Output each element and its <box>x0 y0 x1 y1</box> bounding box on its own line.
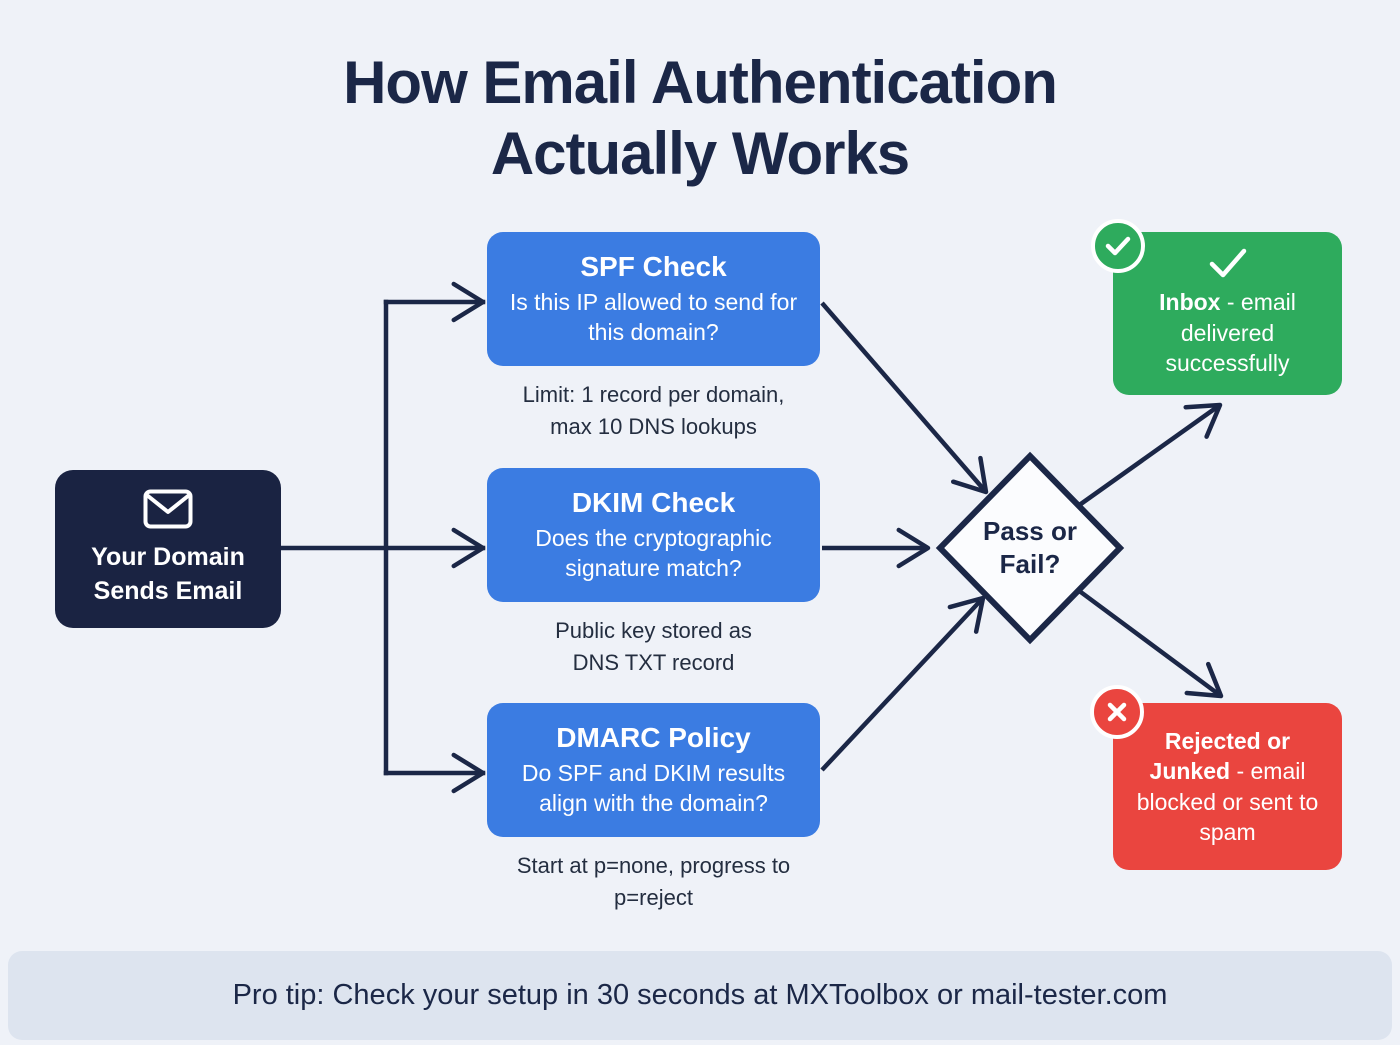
outcome-inbox-text: Inbox - email delivered successfully <box>1127 287 1328 378</box>
arrow-decision-to-rejected <box>1076 588 1224 699</box>
spf-check-node: SPF Check Is this IP allowed to send for… <box>487 232 820 366</box>
pro-tip-text: Pro tip: Check your setup in 30 seconds … <box>232 979 1168 1011</box>
dmarc-policy-node: DMARC Policy Do SPF and DKIM results ali… <box>487 703 820 837</box>
arrow-dmarc-to-decision <box>820 595 986 772</box>
arrow-spf-to-decision <box>820 301 989 495</box>
page-title: How Email Authentication Actually Works <box>343 49 1058 187</box>
source-node-label: Your Domain Sends Email <box>91 543 245 605</box>
outcome-rejected-rest: - email blocked or sent to spam <box>1136 758 1319 845</box>
arrow-decision-to-inbox <box>1076 402 1223 508</box>
mail-envelope-icon <box>143 489 193 529</box>
check-badge-icon <box>1105 236 1131 256</box>
outcome-inbox-rest: - email delivered successfully <box>1165 289 1296 377</box>
failure-badge <box>1090 685 1144 739</box>
dkim-check-group: DKIM Check Does the cryptographic signat… <box>487 468 820 679</box>
dkim-check-title: DKIM Check <box>571 487 736 519</box>
dkim-note: Public key stored as DNS TXT record <box>555 618 752 675</box>
pro-tip-bar: Pro tip: Check your setup in 30 seconds … <box>8 951 1392 1040</box>
dkim-check-question: Does the cryptographic signature match? <box>535 525 772 581</box>
dmarc-note: Start at p=none, progress to p=reject <box>516 853 791 910</box>
outcome-rejected-node: Rejected or Junked - email blocked or se… <box>1113 703 1342 870</box>
outcome-inbox-node: Inbox - email delivered successfully <box>1113 232 1342 395</box>
x-badge-icon <box>1107 702 1127 722</box>
dmarc-policy-question: Do SPF and DKIM results align with the d… <box>521 760 786 816</box>
dkim-check-node: DKIM Check Does the cryptographic signat… <box>487 468 820 602</box>
spf-check-title: SPF Check <box>580 251 727 283</box>
outcome-rejected-bold: Rejected or Junked <box>1149 727 1291 785</box>
decision-node-label: Pass or Fail? <box>983 516 1077 579</box>
check-icon <box>1209 249 1246 278</box>
spf-check-group: SPF Check Is this IP allowed to send for… <box>487 232 820 443</box>
outcome-inbox-bold: Inbox <box>1159 289 1221 316</box>
decision-diamond <box>935 451 1125 645</box>
source-node: Your Domain Sends Email <box>55 470 281 628</box>
dmarc-policy-title: DMARC Policy <box>556 722 751 754</box>
spf-check-question: Is this IP allowed to send for this doma… <box>509 289 798 345</box>
spf-note: Limit: 1 record per domain, max 10 DNS l… <box>522 382 785 439</box>
success-badge <box>1091 219 1145 273</box>
outcome-rejected-text: Rejected or Junked - email blocked or se… <box>1127 726 1328 847</box>
dmarc-policy-group: DMARC Policy Do SPF and DKIM results ali… <box>487 703 820 914</box>
